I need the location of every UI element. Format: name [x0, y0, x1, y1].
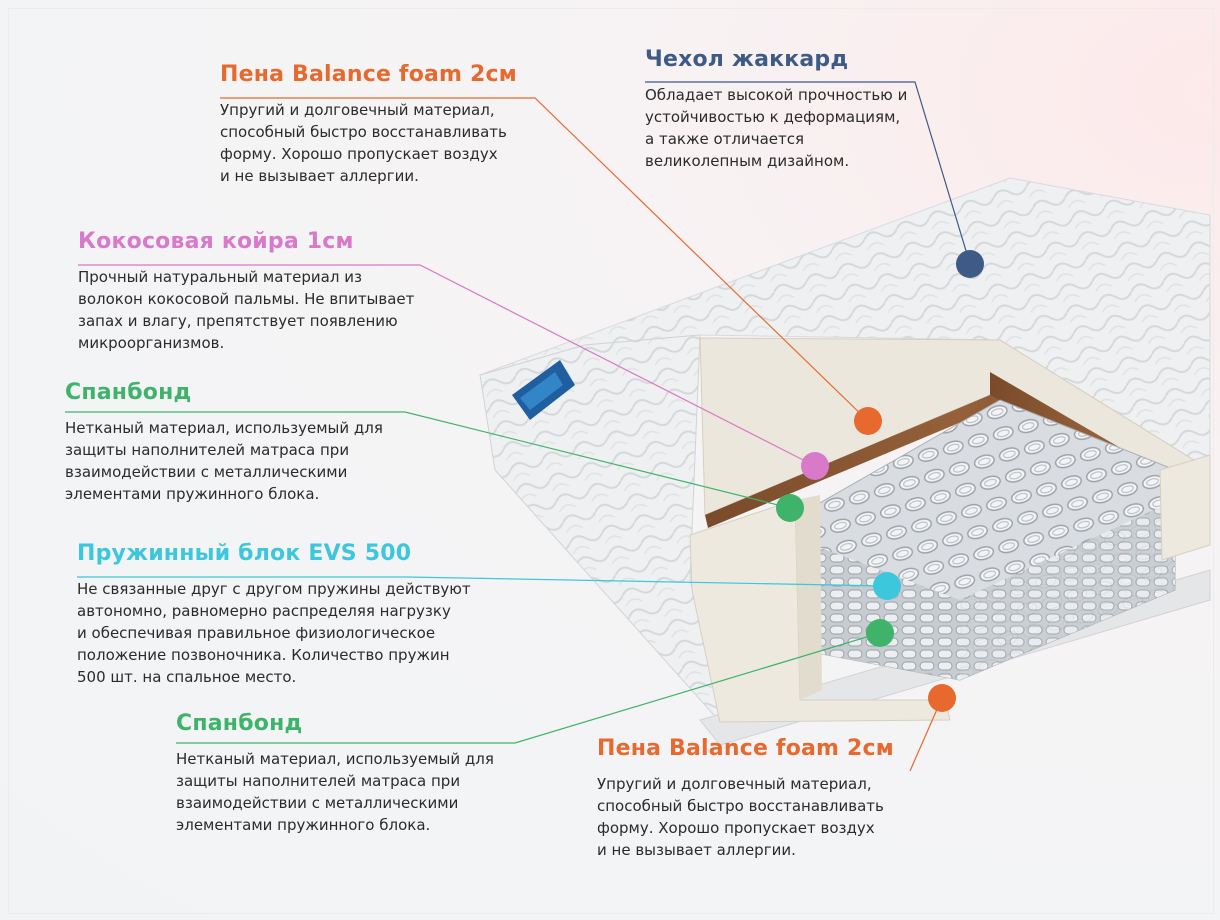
- marker-spunbond-bottom: [866, 619, 894, 647]
- callout-title: Спанбонд: [176, 711, 303, 736]
- callout-line-springs: [77, 576, 888, 587]
- callout-title: Пена Balance foam 2см: [220, 62, 517, 87]
- callout-springs: Пружинный блок EVS 500 Не связанные друг…: [77, 541, 471, 688]
- callout-description: Упругий и долговечный материал, способны…: [220, 101, 507, 185]
- callout-title: Чехол жаккард: [645, 47, 849, 72]
- callout-description: Прочный натуральный материал из волокон …: [78, 268, 415, 352]
- callout-cover: Чехол жаккард Обладает высокой прочность…: [645, 47, 907, 172]
- callout-description: Нетканый материал, используемый для защи…: [176, 750, 494, 834]
- callout-title: Пружинный блок EVS 500: [77, 541, 412, 566]
- callout-foam-bottom: Пена Balance foam 2см Упругий и долговеч…: [597, 736, 894, 861]
- callout-spunbond-top: Спанбонд Нетканый материал, используемый…: [65, 380, 383, 505]
- callout-line-spunbond-top: [65, 411, 791, 509]
- callout-line-foam-top: [220, 97, 869, 422]
- marker-foam-top: [854, 407, 882, 435]
- callout-title: Спанбонд: [65, 380, 192, 405]
- callout-line-spunbond-bottom: [176, 632, 881, 744]
- callout-coir: Кокосовая койра 1см Прочный натуральный …: [78, 229, 414, 354]
- marker-foam-bottom: [928, 684, 956, 712]
- callout-description: Не связанные друг с другом пружины дейст…: [77, 580, 471, 686]
- marker-cover: [956, 250, 984, 278]
- callout-description: Обладает высокой прочностью и устойчивос…: [645, 86, 908, 170]
- callout-line-coir: [78, 264, 816, 467]
- marker-coir: [801, 452, 829, 480]
- image-frame: [8, 8, 1214, 914]
- callout-title: Кокосовая койра 1см: [78, 229, 354, 254]
- marker-spunbond-top: [776, 494, 804, 522]
- marker-springs: [873, 572, 901, 600]
- callout-line-cover: [645, 81, 971, 265]
- callout-description: Нетканый материал, используемый для защи…: [65, 419, 383, 503]
- callout-foam-top: Пена Balance foam 2см Упругий и долговеч…: [220, 62, 517, 187]
- callout-spunbond-bottom: Спанбонд Нетканый материал, используемый…: [176, 711, 494, 836]
- callout-title: Пена Balance foam 2см: [597, 736, 894, 761]
- callout-description: Упругий и долговечный материал, способны…: [597, 775, 884, 859]
